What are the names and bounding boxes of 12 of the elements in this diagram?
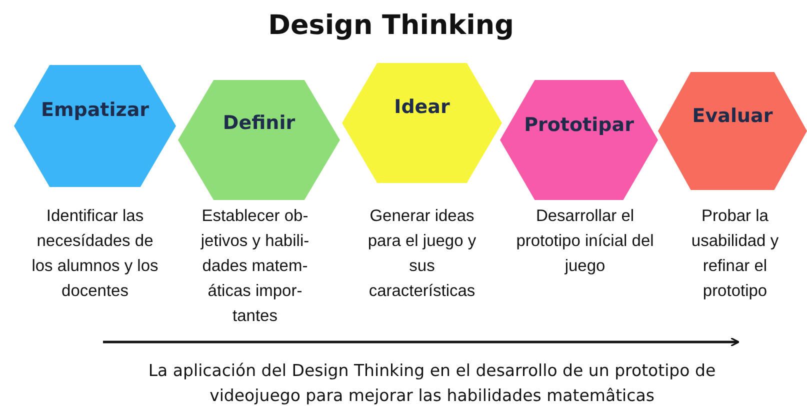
step-description: Establecer ob- jetivos y habili- dades matem- áticas impor- tantes: [200, 206, 310, 327]
step-description: Desarrollar el prototipo inícial del juego: [515, 206, 655, 277]
step-description: Generar ideas para el juego y sus características: [366, 206, 478, 302]
step-label: Definir: [222, 112, 296, 134]
step-label: Empatizar: [40, 99, 150, 121]
title: Design Thinking: [267, 10, 515, 41]
step-label: Prototipar: [523, 114, 635, 136]
step-label: Evaluar: [691, 105, 774, 127]
step-label: Idear: [393, 96, 451, 118]
caption: La aplicación del Design Thinking en el desarrollo de un prototipo de videojuego para mejorar las habilidades matemâticas: [147, 360, 717, 406]
step-description: Probar la usabilidad y refinar el prototipo: [690, 206, 780, 302]
step-description: Identificar las necesídades de los alumnos y los docentes: [31, 206, 159, 302]
